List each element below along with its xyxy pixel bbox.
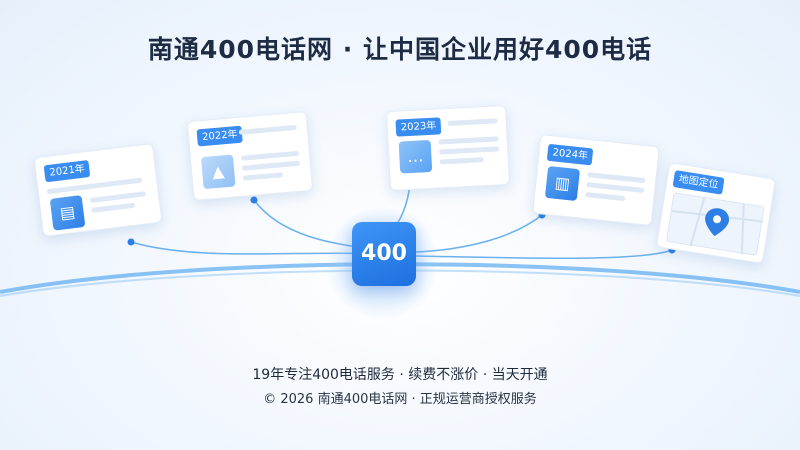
document-icon: ▤ [49,195,86,231]
text-placeholder-bar [447,118,498,126]
chat-icon: … [398,139,433,174]
text-placeholder-bar [91,202,136,213]
timeline-card-2021: 2021年 ▤ [33,142,163,238]
text-placeholder-bar [585,191,626,202]
footer-copyright: © 2026 南通400电话网 · 正规运营商授权服务 [263,392,537,407]
text-placeholder-bar [586,182,645,194]
map-tag: 地图定位 [672,170,725,195]
year-tag: 2022年 [196,125,244,147]
map-preview [665,192,765,256]
link-line-map [415,249,673,260]
year-tag: 2021年 [43,159,91,183]
node-dot [250,196,258,204]
text-placeholder-bar [241,160,301,171]
link-line-2021 [130,241,385,255]
timeline-card-2022: 2022年 ▲ [186,110,314,202]
text-placeholder-bar [587,172,646,184]
node-dot [127,238,135,246]
image-icon: ▲ [200,154,236,190]
text-placeholder-bar [240,150,300,161]
text-placeholder-bar [438,136,499,145]
year-tag: 2024年 [546,143,594,166]
link-line-2024 [415,214,543,253]
text-placeholder-bar [238,124,297,135]
map-pin-icon [671,197,764,255]
timeline-card-2023: 2023年 … [385,104,511,192]
text-placeholder-bar [242,172,283,181]
text-placeholder-bar [439,146,500,155]
map-location-card: 地图定位 [655,162,777,264]
bar-chart-icon: ▥ [544,165,581,202]
year-tag: 2023年 [395,117,442,137]
text-placeholder-bar [439,157,484,165]
text-placeholder-bar [89,191,147,204]
timeline-card-2024: 2024年 ▥ [532,133,660,227]
page-title: 南通400电话网 · 让中国企业用好400电话 [147,35,653,64]
center-400-badge: 400 [352,222,416,286]
subtitle: 19年专注400电话服务 · 续费不涨价 · 当天开通 [252,367,548,383]
